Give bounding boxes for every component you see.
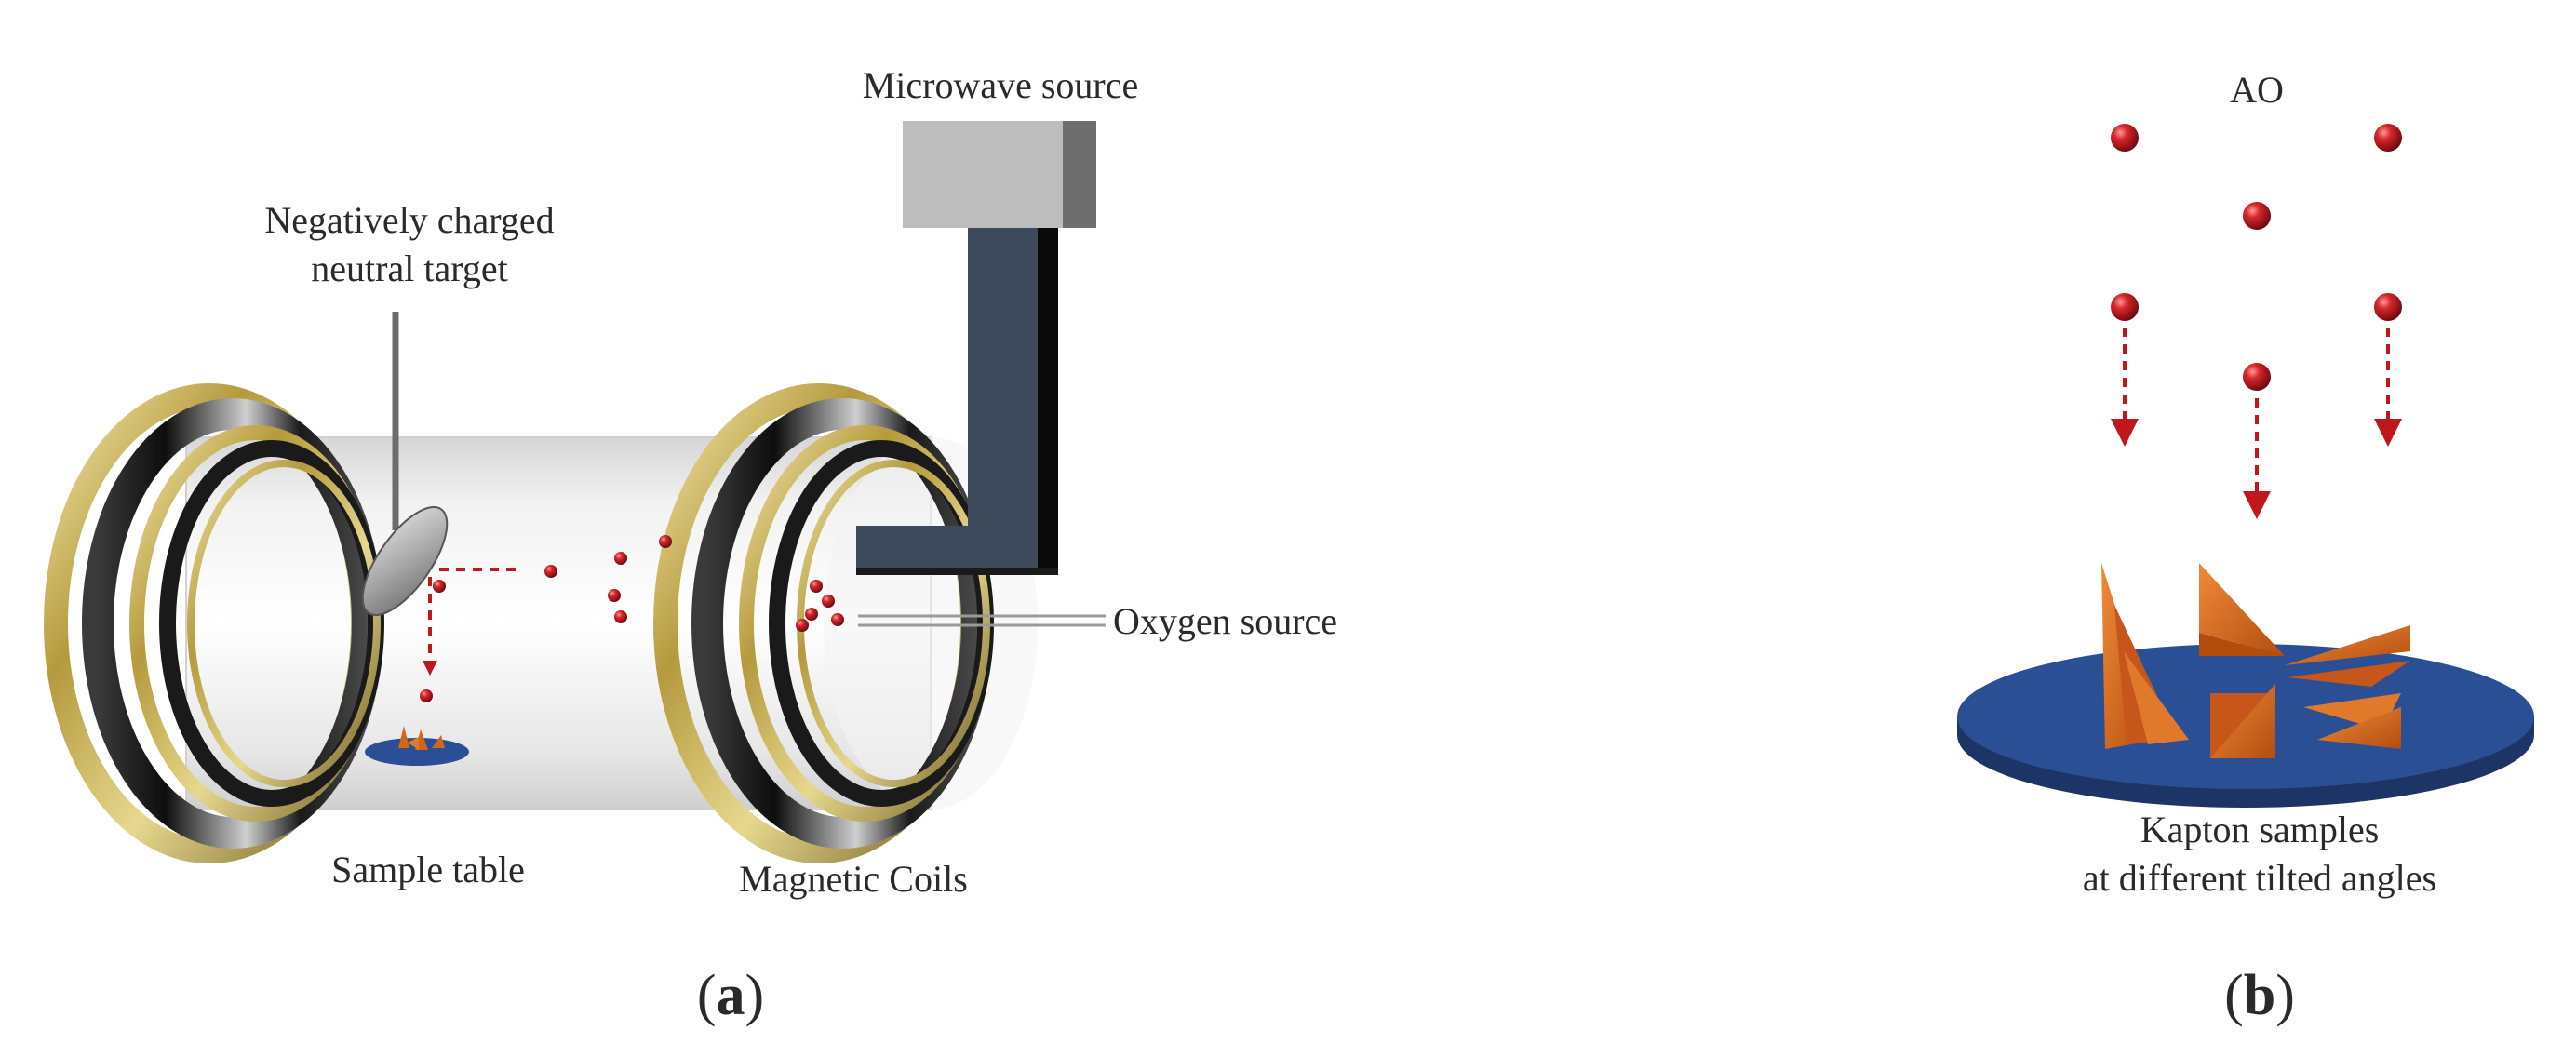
atom <box>420 689 433 702</box>
sample-table-small <box>365 726 469 766</box>
left-magnetic-coil <box>44 383 384 863</box>
atom-path <box>423 568 521 676</box>
atom <box>822 595 835 608</box>
microwave-source-box <box>903 121 1096 228</box>
panel-a: Microwave source Negatively charged neut… <box>44 64 1337 1027</box>
atom <box>2243 202 2271 230</box>
atom <box>2374 124 2402 152</box>
atom <box>659 535 672 548</box>
atom <box>796 619 809 632</box>
vacuum-tube <box>185 436 1038 810</box>
falling-arrows <box>2111 328 2402 519</box>
atom <box>810 580 823 593</box>
magnetic-coils-label: Magnetic Coils <box>739 858 968 900</box>
atom <box>831 613 844 626</box>
oxygen-source-label: Oxygen source <box>1113 600 1337 642</box>
target-label-line2: neutral target <box>311 248 507 289</box>
sample-table-label: Sample table <box>331 849 525 890</box>
atom <box>608 589 621 602</box>
microwave-source-label: Microwave source <box>863 64 1139 106</box>
panel-b-caption: (b) <box>2224 964 2295 1027</box>
atom <box>2243 363 2271 391</box>
atoms-panel-b <box>2111 124 2402 391</box>
atom <box>614 610 627 623</box>
atom <box>433 580 446 593</box>
panel-a-caption: (a) <box>697 964 764 1027</box>
panel-b: AO <box>1957 69 2534 1027</box>
atom <box>2111 124 2139 152</box>
kapton-samples-label-line1: Kapton samples <box>2140 809 2380 850</box>
atom <box>2111 293 2139 321</box>
oxygen-source-pipe <box>858 614 1106 627</box>
atom <box>614 552 627 565</box>
waveguide <box>856 228 1058 575</box>
atom <box>544 565 557 578</box>
atom <box>2374 293 2402 321</box>
kapton-samples-label-line2: at different tilted angles <box>2083 857 2436 899</box>
atoms-panel-a <box>420 535 844 702</box>
neutral-target <box>361 312 449 616</box>
atom <box>805 608 818 621</box>
kapton-samples <box>2101 563 2410 758</box>
ao-label: AO <box>2230 69 2284 111</box>
target-label-line1: Negatively charged <box>264 199 554 241</box>
